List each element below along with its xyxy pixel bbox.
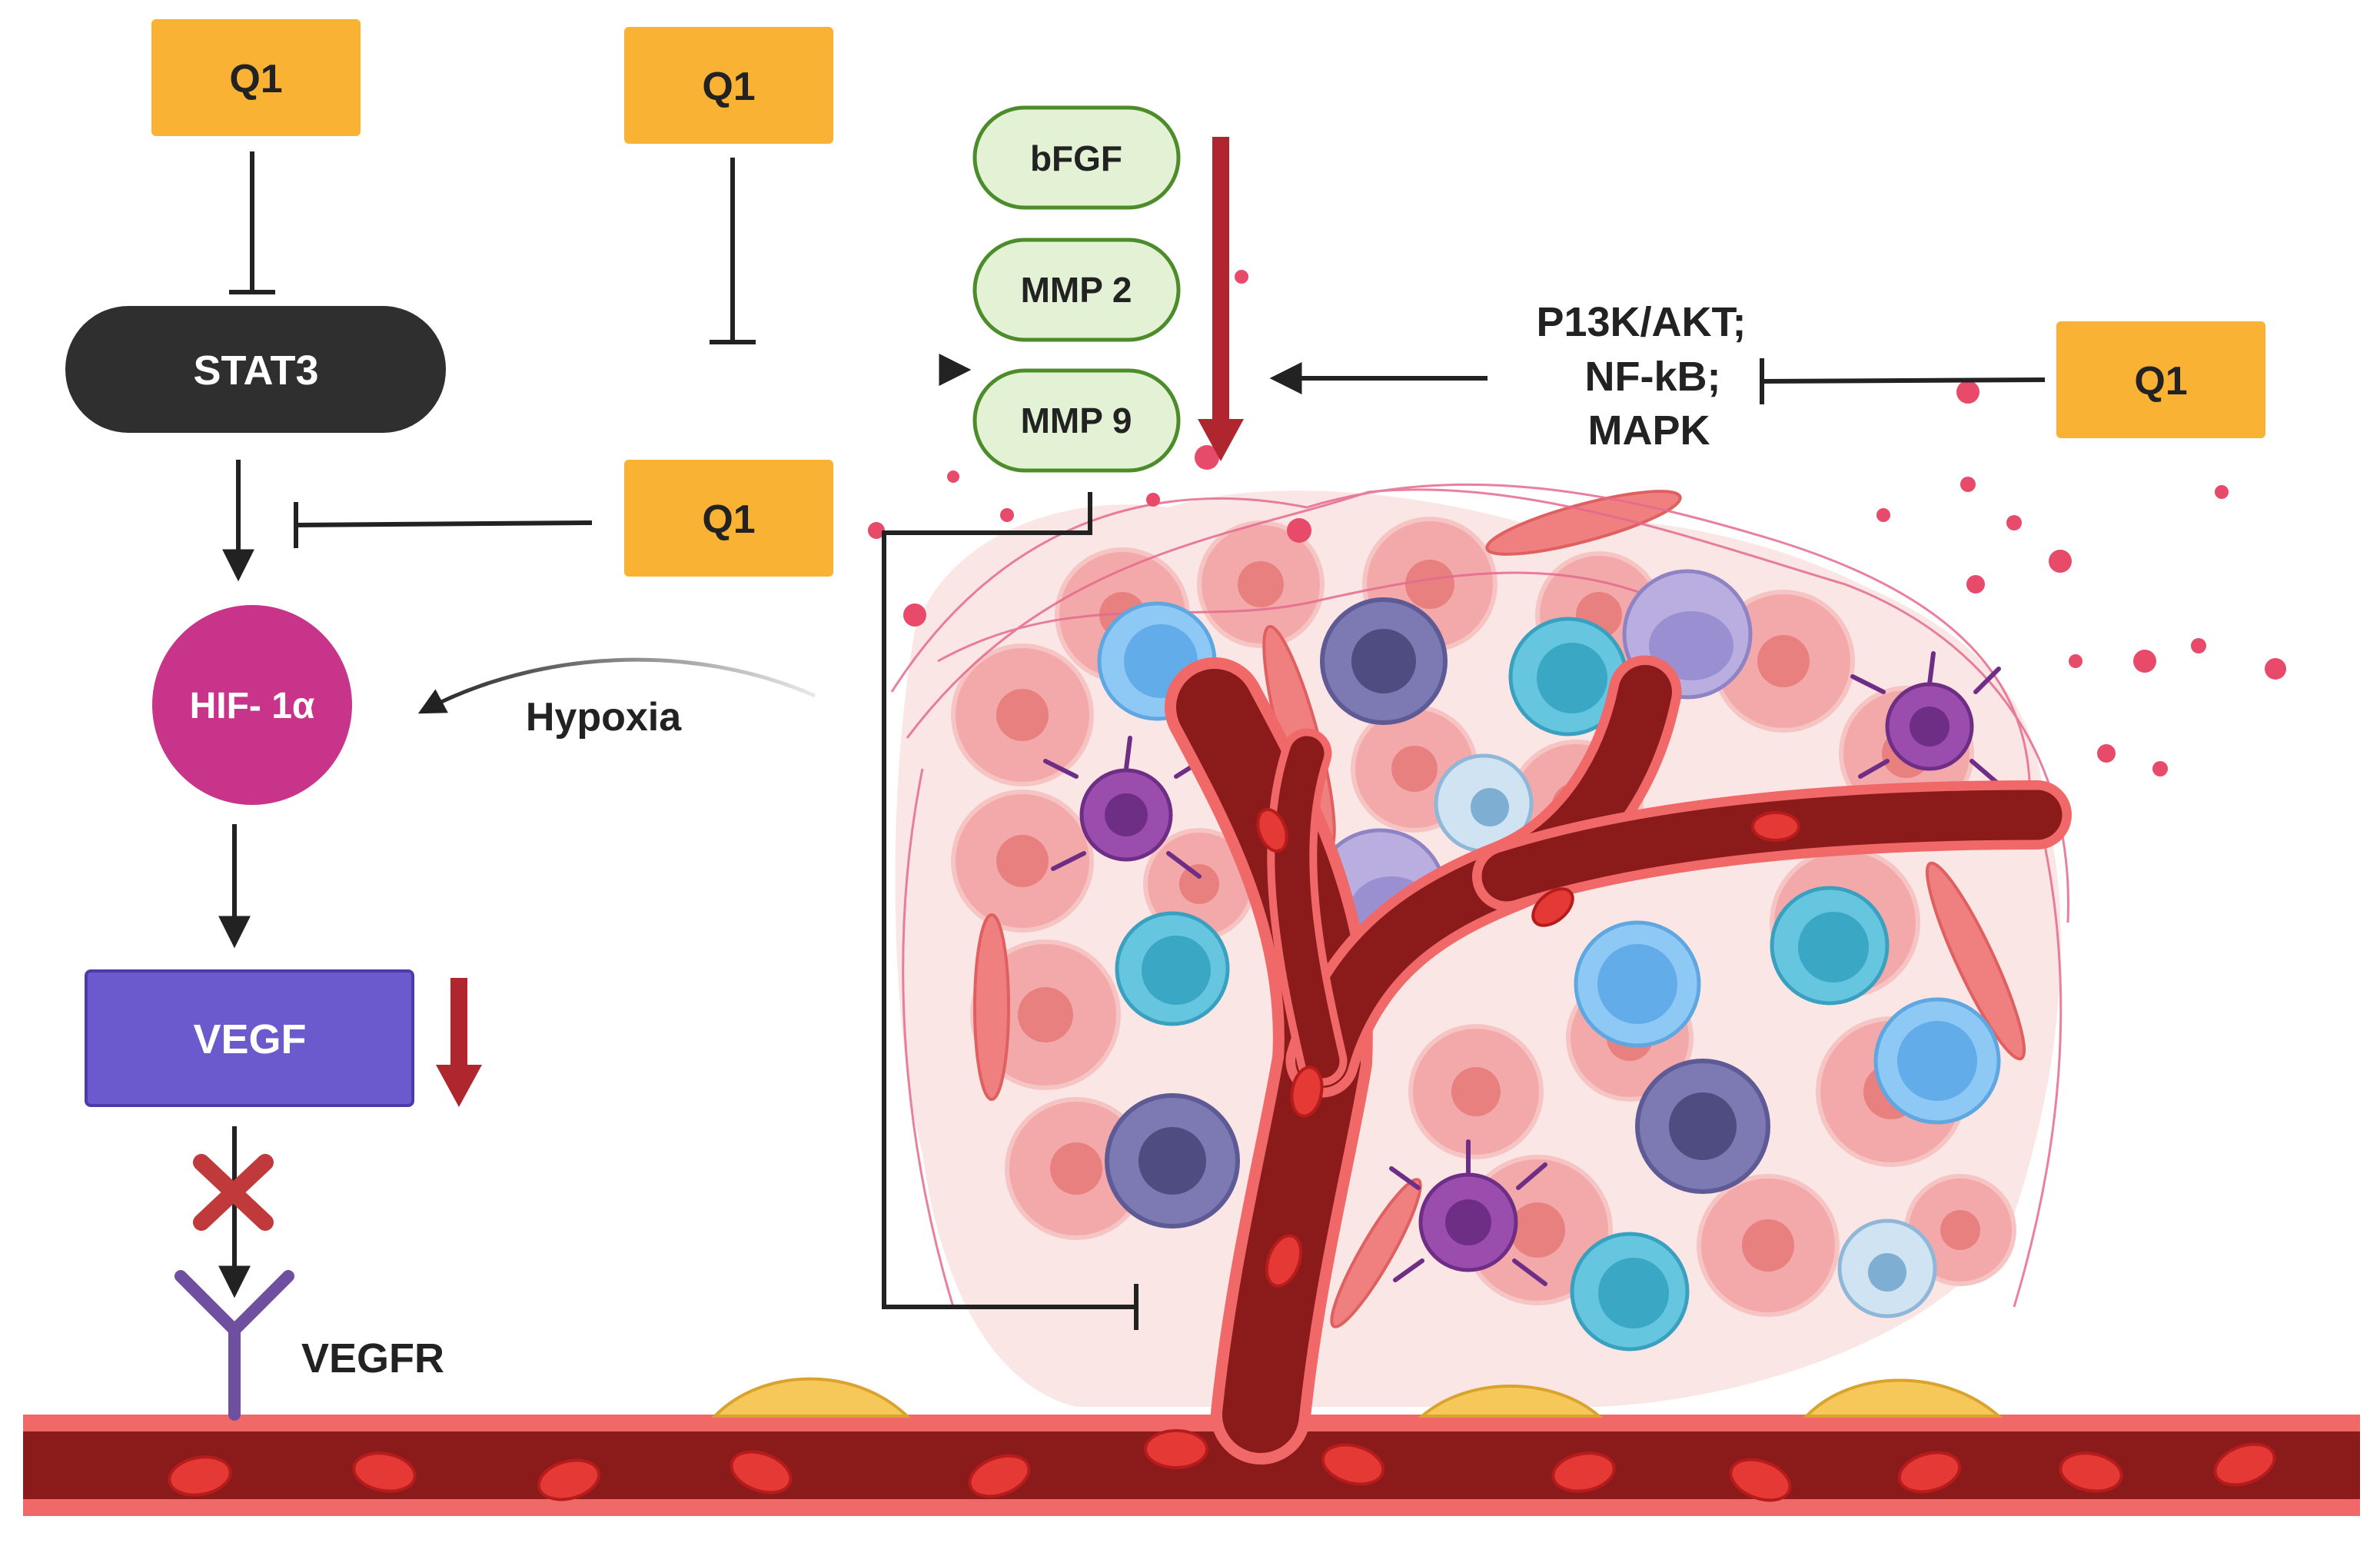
down-arrow-vegf [436, 978, 482, 1107]
block-x-icon [193, 1154, 274, 1231]
hif1a-label: HIF- 1α [190, 686, 315, 726]
pathway-label-line2: NF-kB; [1585, 354, 1721, 400]
stat3-node: STAT3 [65, 306, 446, 433]
blood-vessel-main [23, 1415, 2360, 1530]
q1-label-mid: Q1 [702, 497, 755, 542]
arrow-hypoxia-to-hif [417, 657, 816, 714]
mmp9-node: MMP 9 [972, 368, 1181, 473]
dendritic-cells-dark [1105, 597, 1770, 1229]
mmp9-label: MMP 9 [1021, 401, 1132, 441]
vegf-node: VEGF [85, 969, 414, 1107]
hypoxia-label: Hypoxia [526, 695, 682, 740]
secreted-particles [868, 270, 2286, 776]
stat3-label: STAT3 [193, 347, 318, 394]
red-blood-cells [168, 808, 2276, 1502]
q1-label-right: Q1 [2134, 359, 2187, 404]
cells-pale-blue [1434, 753, 1937, 1318]
q1-box-right: Q1 [2056, 321, 2265, 438]
endothelial-cells [711, 1377, 2003, 1418]
down-arrow-growth-factors [1198, 137, 1244, 461]
pathway-label-line1: P13K/AKT; [1536, 299, 1746, 345]
bfgf-node: bFGF [972, 105, 1181, 210]
inhibit-q1-stat3-hif [294, 502, 593, 548]
mmp2-node: MMP 2 [972, 238, 1181, 342]
cells-teal [1115, 617, 1890, 1352]
q1-label-top-mid: Q1 [702, 65, 755, 109]
vegfr-label: VEGFR [301, 1335, 444, 1381]
vegfr-receptor-icon [175, 1270, 294, 1421]
vegf-label: VEGF [193, 1016, 306, 1062]
inhibit-mmp-to-angiogenesis [882, 492, 1138, 1330]
mmp2-label: MMP 2 [1021, 270, 1132, 310]
pathway-label-line3: MAPK [1588, 407, 1710, 454]
fibers [890, 483, 2069, 1308]
q1-box-top-left: Q1 [151, 19, 361, 136]
q1-box-top-mid: Q1 [624, 27, 833, 144]
dendritic-cells-purple [1043, 651, 2001, 1286]
inhibit-q1-stat3 [229, 151, 275, 294]
q1-label-top-left: Q1 [229, 57, 282, 101]
bfgf-label: bFGF [1030, 138, 1122, 178]
inhibit-q1-arrow [710, 158, 756, 344]
hif1a-node: HIF- 1α [152, 605, 352, 805]
inhibit-q1-pathway [1760, 358, 2046, 404]
q1-box-mid: Q1 [624, 460, 833, 577]
